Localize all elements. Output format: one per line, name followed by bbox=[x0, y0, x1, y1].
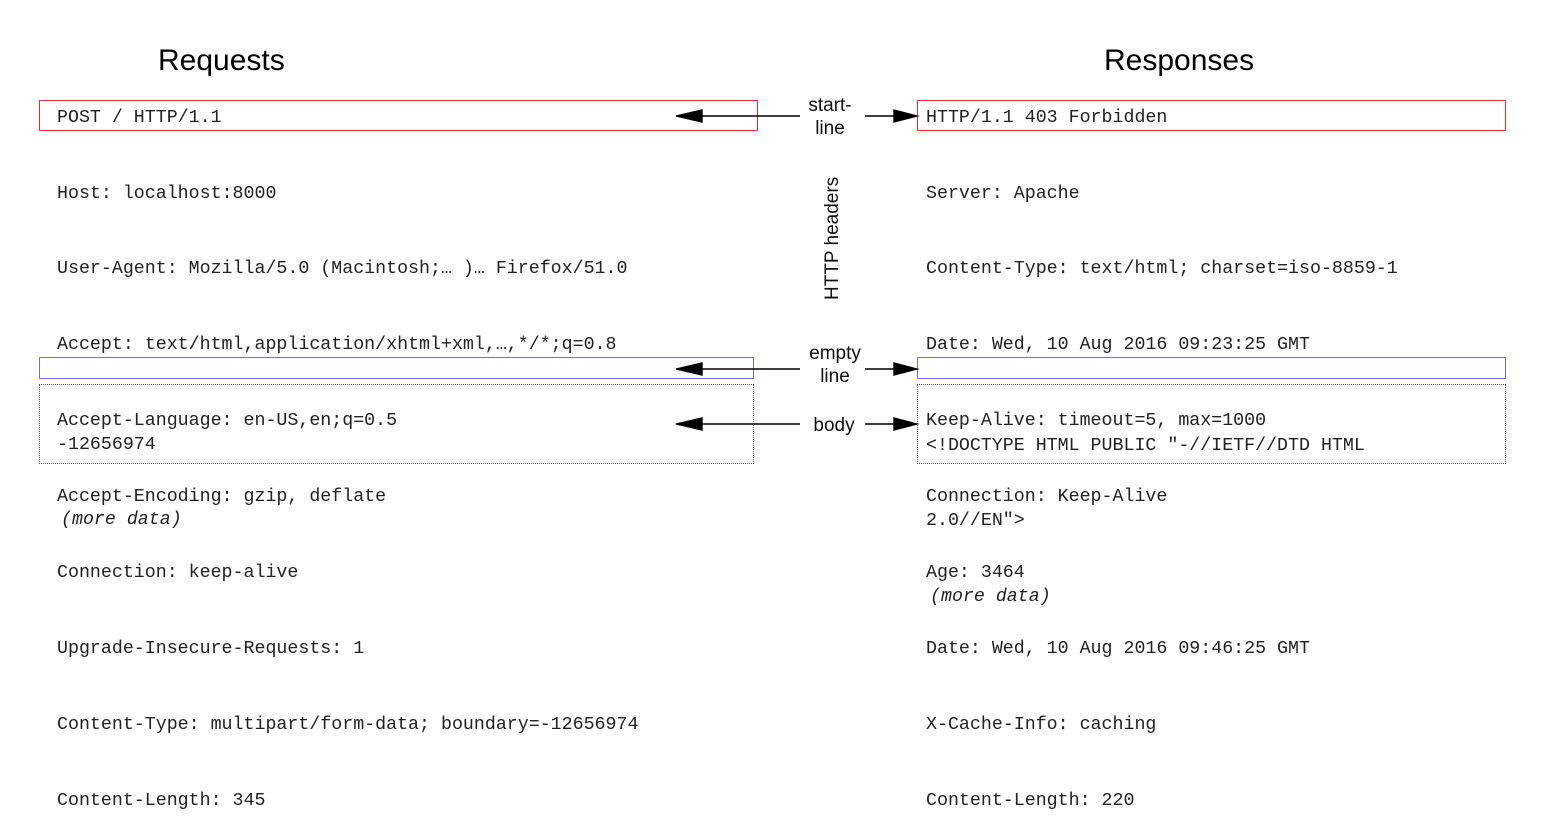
request-header-line: Accept-Encoding: gzip, deflate bbox=[57, 487, 387, 508]
response-header-line: Date: Wed, 10 Aug 2016 09:46:25 GMT bbox=[926, 638, 1310, 659]
body-label: body bbox=[813, 415, 855, 436]
response-header-line: Server: Apache bbox=[926, 183, 1080, 204]
response-header-line: Date: Wed, 10 Aug 2016 09:23:25 GMT bbox=[926, 335, 1310, 356]
request-header-line: Upgrade-Insecure-Requests: 1 bbox=[57, 638, 365, 659]
response-body-line: <!DOCTYPE HTML PUBLIC "-//IETF//DTD HTML bbox=[926, 435, 1365, 456]
response-empty-line-box bbox=[917, 357, 1506, 379]
start-line-label-line1: start- bbox=[808, 95, 852, 116]
request-header-line: Connection: keep-alive bbox=[57, 563, 299, 584]
response-header-line: X-Cache-Info: caching bbox=[926, 714, 1157, 735]
request-header-line: Content-Type: multipart/form-data; bound… bbox=[57, 714, 639, 735]
response-header-line: Connection: Keep-Alive bbox=[926, 487, 1168, 508]
request-body-line: -12656974 bbox=[57, 434, 156, 455]
response-header-line: Content-Type: text/html; charset=iso-885… bbox=[926, 259, 1398, 280]
empty-line-label-line2: line bbox=[820, 366, 850, 387]
request-empty-line-box bbox=[39, 357, 754, 379]
request-header-line: User-Agent: Mozilla/5.0 (Macintosh;… )… … bbox=[57, 259, 628, 280]
response-header-line: Keep-Alive: timeout=5, max=1000 bbox=[926, 411, 1267, 432]
start-line-label: start- line bbox=[800, 94, 860, 140]
body-left-arrowhead bbox=[675, 417, 703, 431]
empty-line-label: empty line bbox=[800, 342, 870, 388]
response-header-line: Content-Length: 220 bbox=[926, 790, 1135, 811]
responses-title: Responses bbox=[1104, 44, 1255, 77]
response-start-line: HTTP/1.1 403 Forbidden bbox=[926, 108, 1168, 128]
response-body-more: (more data) bbox=[930, 587, 1051, 608]
empty-line-label-line1: empty bbox=[809, 343, 861, 364]
empty-line-left-arrowhead bbox=[675, 362, 703, 376]
request-header-line: Host: localhost:8000 bbox=[57, 183, 277, 204]
arrows bbox=[675, 109, 920, 431]
request-header-line: Accept-Language: en-US,en;q=0.5 bbox=[57, 411, 398, 432]
start-line-left-arrowhead bbox=[675, 109, 703, 123]
body-right-arrowhead bbox=[893, 417, 920, 431]
request-header-line: Accept: text/html,application/xhtml+xml,… bbox=[57, 335, 617, 356]
start-line-label-line2: line bbox=[815, 118, 845, 139]
requests-title: Requests bbox=[158, 44, 285, 77]
request-header-line: Content-Length: 345 bbox=[57, 790, 266, 811]
start-line-right-arrowhead bbox=[893, 109, 920, 123]
request-start-line: POST / HTTP/1.1 bbox=[57, 108, 222, 128]
empty-line-right-arrowhead bbox=[893, 362, 920, 376]
